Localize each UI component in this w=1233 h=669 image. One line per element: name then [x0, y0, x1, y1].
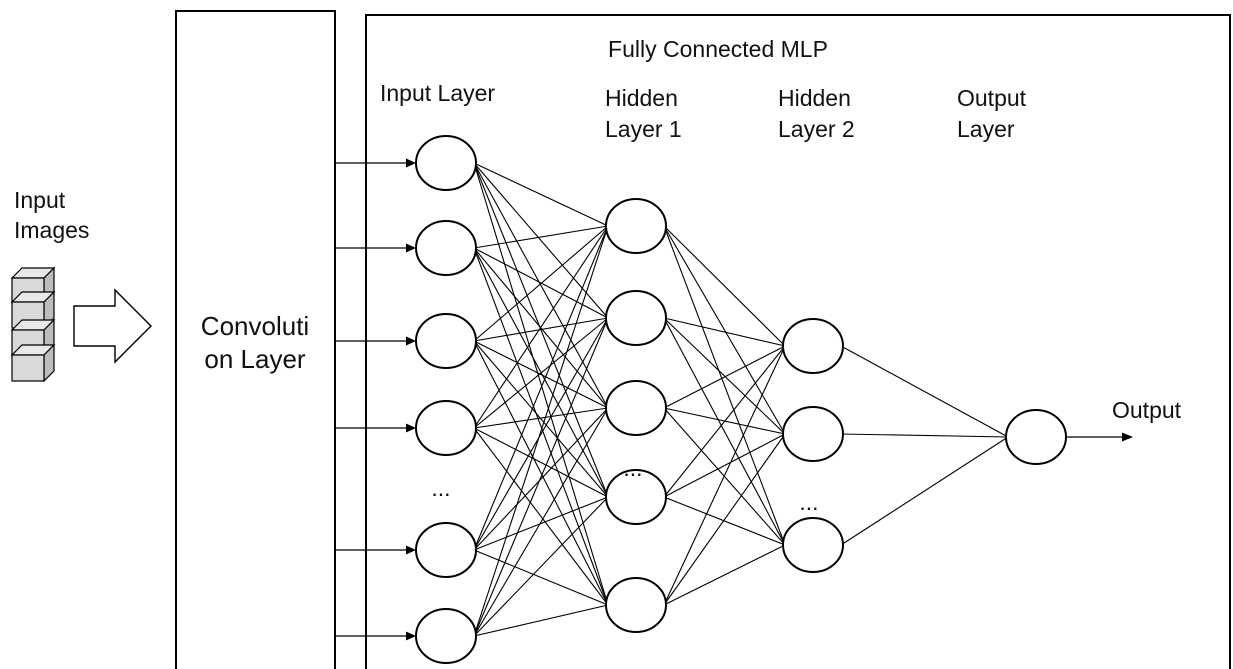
- input-layer-label: Input Layer: [380, 80, 495, 106]
- edge-input-layer-5-to-hidden-layer-1-4: [473, 496, 609, 551]
- edge-input-layer-4-to-hidden-layer-1-2: [473, 317, 609, 429]
- input-images-label-line2: Images: [14, 217, 89, 243]
- edge-input-layer-5-to-hidden-layer-1-2: [473, 317, 609, 551]
- edge-hidden-layer-1-4-to-hidden-layer-2-1: [663, 345, 786, 498]
- edge-input-layer-4-to-hidden-layer-1-1: [473, 225, 609, 429]
- edge-input-layer-6-to-hidden-layer-1-5: [473, 604, 609, 637]
- edge-input-layer-3-to-hidden-layer-1-1: [473, 225, 609, 342]
- edge-hidden-layer-1-1-to-hidden-layer-2-2: [663, 225, 786, 435]
- conv-feed-arrowhead-2: [406, 243, 416, 253]
- edge-input-layer-6-to-hidden-layer-1-4: [473, 496, 609, 637]
- edge-hidden-layer-1-5-to-hidden-layer-2-3: [663, 544, 786, 606]
- input-arrow-icon: [73, 288, 152, 364]
- edge-hidden-layer-1-1-to-hidden-layer-2-1: [663, 225, 786, 347]
- input-layer-ellipsis: ...: [431, 475, 450, 501]
- edge-hidden-layer-1-5-to-hidden-layer-2-1: [663, 345, 786, 606]
- edge-input-layer-2-to-hidden-layer-1-5: [473, 247, 609, 606]
- convolution-layer-label-line2: on Layer: [204, 344, 306, 374]
- edge-input-layer-2-to-hidden-layer-1-3: [473, 247, 609, 409]
- edge-input-layer-1-to-hidden-layer-1-3: [473, 162, 609, 409]
- edge-input-layer-1-to-hidden-layer-1-2: [473, 162, 609, 319]
- edge-input-layer-6-to-hidden-layer-1-3: [473, 407, 609, 637]
- edge-hidden-layer-1-4-to-hidden-layer-2-2: [663, 433, 786, 498]
- hidden-layer-2-label-line1: Hidden: [778, 85, 851, 111]
- hidden-layer-1-node-4: [605, 469, 667, 525]
- image-cube-front-4: [11, 354, 45, 382]
- hidden-layer-2-node-2: [782, 406, 844, 462]
- conv-feed-arrowhead-4: [406, 423, 416, 433]
- input-images-label-line1: Input: [14, 187, 66, 213]
- edge-hidden-layer-1-2-to-hidden-layer-2-3: [663, 317, 786, 546]
- hidden-layer-2-node-1: [782, 318, 844, 374]
- input-layer-node-4: [415, 400, 477, 456]
- hidden-layer-2-ellipsis: ...: [799, 489, 818, 515]
- edge-input-layer-5-to-hidden-layer-1-1: [473, 225, 609, 551]
- input-layer-node-6: [415, 608, 477, 664]
- hidden-layer-1-node-3: [605, 380, 667, 436]
- edge-input-layer-5-to-hidden-layer-1-5: [473, 549, 609, 606]
- conv-feed-arrowhead-6: [406, 631, 416, 641]
- edge-input-layer-5-to-hidden-layer-1-3: [473, 407, 609, 551]
- input-layer-node-3: [415, 313, 477, 369]
- edge-hidden-layer-1-1-to-hidden-layer-2-3: [663, 225, 786, 546]
- edge-hidden-layer-1-2-to-hidden-layer-2-1: [663, 317, 786, 347]
- edge-hidden-layer-1-2-to-hidden-layer-2-2: [663, 317, 786, 435]
- conv-feed-arrowhead-5: [406, 545, 416, 555]
- hidden-layer-1-node-5: [605, 577, 667, 633]
- hidden-layer-2-label-line2: Layer 2: [778, 116, 855, 142]
- mlp-title: Fully Connected MLP: [608, 36, 828, 62]
- input-layer-node-2: [415, 220, 477, 276]
- edge-input-layer-2-to-hidden-layer-1-1: [473, 225, 609, 249]
- input-layer-node-1: [415, 135, 477, 191]
- conv-feed-arrowhead-1: [406, 158, 416, 168]
- edge-hidden-layer-2-3-to-output-layer-1: [840, 436, 1009, 546]
- edge-input-layer-3-to-hidden-layer-1-2: [473, 317, 609, 342]
- hidden-layer-2-node-3: [782, 517, 844, 573]
- hidden-layer-1-label-line1: Hidden: [605, 85, 678, 111]
- output-layer-node-1: [1005, 409, 1067, 465]
- edge-hidden-layer-1-3-to-hidden-layer-2-1: [663, 345, 786, 409]
- input-image-stack-icon: [10, 266, 56, 383]
- edge-input-layer-1-to-hidden-layer-1-5: [473, 162, 609, 606]
- output-arrow-head: [1122, 432, 1133, 442]
- edge-input-layer-4-to-hidden-layer-1-5: [473, 427, 609, 606]
- convolution-layer-label-line1: Convoluti: [201, 311, 309, 341]
- output-label: Output: [1112, 397, 1182, 423]
- network-connections: [473, 162, 1009, 637]
- edge-input-layer-6-to-hidden-layer-1-2: [473, 317, 609, 637]
- mlp-box: [365, 14, 1231, 669]
- edge-input-layer-3-to-hidden-layer-1-4: [473, 340, 609, 498]
- convolution-layer-box: [175, 10, 336, 669]
- output-layer-label-line2: Layer: [957, 116, 1015, 142]
- edge-input-layer-4-to-hidden-layer-1-4: [473, 427, 609, 498]
- hidden-layer-1-node-2: [605, 290, 667, 346]
- input-layer-node-5: [415, 522, 477, 578]
- network-nodes: [415, 135, 1067, 664]
- edge-hidden-layer-1-5-to-hidden-layer-2-2: [663, 433, 786, 606]
- conv-to-input-arrows: [336, 158, 416, 641]
- hidden-layer-1-node-1: [605, 198, 667, 254]
- edge-input-layer-3-to-hidden-layer-1-5: [473, 340, 609, 606]
- edge-hidden-layer-2-2-to-output-layer-1: [840, 433, 1009, 438]
- edge-input-layer-1-to-hidden-layer-1-1: [473, 162, 609, 227]
- edge-input-layer-4-to-hidden-layer-1-3: [473, 407, 609, 429]
- edge-hidden-layer-1-4-to-hidden-layer-2-3: [663, 496, 786, 546]
- edge-input-layer-6-to-hidden-layer-1-1: [473, 225, 609, 637]
- conv-feed-arrowhead-3: [406, 336, 416, 346]
- edge-input-layer-3-to-hidden-layer-1-3: [473, 340, 609, 409]
- output-layer-label-line1: Output: [957, 85, 1027, 111]
- edge-hidden-layer-2-1-to-output-layer-1: [840, 345, 1009, 438]
- hidden-layer-1-ellipsis: ...: [623, 455, 642, 481]
- hidden-layer-1-label-line2: Layer 1: [605, 116, 682, 142]
